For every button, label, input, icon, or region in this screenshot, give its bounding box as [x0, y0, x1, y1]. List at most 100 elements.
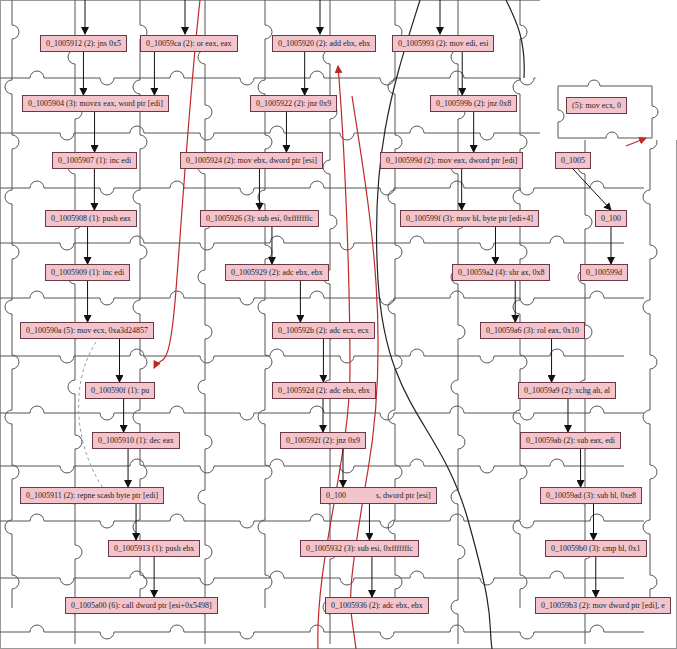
flow-arrow: [286, 112, 287, 152]
flow-arrow: [83, 52, 84, 95]
instruction-box: 0_1005924 (2): mov ebx, dword ptr [esi]: [180, 152, 323, 169]
flow-line: [154, 0, 200, 368]
puzzle-edge: [0, 625, 644, 639]
instruction-box: 0_100592d (2): adc ebx, ebx: [272, 382, 376, 399]
instruction-text: 0_100592b (2): adc ecx, ecx: [278, 325, 369, 336]
instruction-text: 0_1005913 (1): push ebx: [114, 543, 194, 554]
instruction-box: 0_100592b (2): adc ecx, ecx: [272, 322, 375, 339]
flow-line: [351, 96, 379, 649]
instruction-box: 0_100599f (3): mov bl, byte ptr [edi+4]: [400, 210, 539, 227]
instruction-box: 0_1005: [555, 152, 591, 169]
flow-arrow: [461, 169, 462, 210]
flow-arrow: [551, 339, 552, 382]
instruction-box: 0_10059a2 (4): shr ax, 0x8: [452, 264, 550, 281]
instruction-text: 0_10059a9 (2): xchg ah, al: [524, 385, 610, 396]
puzzle-edge: [0, 291, 644, 305]
flow-arrow: [154, 557, 155, 597]
instruction-box: 0_10059ab (2): sub eax, edi: [520, 432, 621, 449]
instruction-text: (5): mov ecx, 0: [572, 100, 621, 111]
puzzle-edge: [0, 514, 644, 528]
flow-arrow: [300, 281, 301, 322]
instruction-box: 0_1005993 (2): mov edi, esi: [392, 35, 494, 52]
flow-arrow: [515, 281, 516, 322]
instruction-text: 0_100599f (3): mov bl, byte ptr [edi+4]: [406, 213, 533, 224]
instruction-text: 0_1005904 (3): movzx eax, word ptr [edi]: [28, 98, 163, 109]
instruction-box: 0_1005907 (1): inc edi: [52, 152, 137, 169]
instruction-text: 0_10059b0 (3): cmp bl, 0x1: [551, 543, 641, 554]
flow-arrow: [128, 449, 129, 487]
instruction-box: 0_10059a9 (2): xchg ah, al: [518, 382, 616, 399]
puzzle-edge: [0, 181, 644, 195]
flow-arrow: [304, 52, 305, 95]
instruction-text: 0_1005: [561, 155, 585, 166]
instruction-box: 0_1005908 (1): push eax: [45, 210, 137, 227]
puzzle-edge: [0, 126, 624, 140]
flow-arrow: [259, 169, 260, 210]
flow-arrow: [154, 52, 155, 95]
instruction-box: 0_1005a00 (6): call dword ptr [esi+0x549…: [65, 597, 218, 614]
instruction-text: 0_1005908 (1): push eax: [51, 213, 131, 224]
instruction-text: 0_10059a6 (3): rol eax, 0x10: [486, 325, 579, 336]
instruction-box: 0_1005913 (1): push ebx: [108, 540, 200, 557]
instruction-box: 0_100599b (2): jnz 0x8: [430, 95, 517, 112]
instruction-box: 0_1005904 (3): movzx eax, word ptr [edi]: [22, 95, 169, 112]
instruction-box: 0_1005920 (2): add ebx, ebx: [272, 35, 376, 52]
instruction-box: 0_100592f (2): jnz 0x9: [280, 432, 366, 449]
flow-line: [506, 0, 524, 78]
incoming-arrow: [185, 0, 186, 34]
loose-puzzle-piece: [558, 80, 658, 138]
instruction-box: 0_1005910 (1): dec eax: [92, 432, 180, 449]
puzzle-edge: [133, 0, 147, 608]
instruction-box: 0_1005932 (3): sub esi, 0xfffffffc: [300, 540, 419, 557]
instruction-box: 0_1005929 (2): adc ebx, ebx: [225, 264, 329, 281]
instruction-text: 0_10059ca (2): or eax, eax: [146, 38, 232, 49]
flow-arrow: [94, 112, 95, 152]
instruction-text: 0_100590a (5): mov ecx, 0xa3d24857: [26, 325, 148, 336]
puzzle-edge: [0, 406, 644, 420]
instruction-box: 0_100s, dword ptr [esi]: [320, 487, 437, 504]
instruction-text: 0_10059ad (3): sub bl, 0xe8: [546, 490, 636, 501]
flow-arrow: [271, 227, 272, 264]
instruction-text: 0_100: [326, 490, 346, 501]
instruction-box: 0_1005912 (2): jns 0x5: [40, 35, 127, 52]
instruction-box: 0_10059b3 (2): mov dword ptr [edi], e: [535, 597, 671, 614]
instruction-box: 0_100590f (1): pu: [85, 382, 155, 399]
instruction-text: 0_1005929 (2): adc ebx, ebx: [231, 267, 323, 278]
puzzle-lines: [0, 0, 657, 644]
instruction-box: 0_1005909 (1): inc edi: [45, 264, 130, 281]
flow-arrow: [567, 399, 568, 432]
flow-arrow: [369, 504, 370, 540]
instruction-text: 0_10059b3 (2): mov dword ptr [edi], e: [541, 600, 665, 611]
instruction-text: 0_1005a00 (6): call dword ptr [esi+0x549…: [71, 600, 212, 611]
flow-arrow: [323, 339, 324, 382]
instruction-text: 0_100599d (2): mov eax, dword ptr [edi]: [386, 155, 517, 166]
instruction-text: 0_100: [601, 213, 621, 224]
flow-arrow: [611, 227, 612, 264]
instruction-box: 0_100: [595, 210, 627, 227]
flow-arrow: [94, 169, 95, 210]
instruction-text: 0_1005922 (2): jnz 0x9: [256, 98, 331, 109]
instruction-text: 0_1005920 (2): add ebx, ebx: [278, 38, 370, 49]
puzzle-edge: [0, 236, 624, 250]
instruction-box: 0_1005922 (2): jnz 0x9: [250, 95, 337, 112]
puzzle-edge: [5, 0, 19, 608]
flow-arrow: [371, 557, 372, 597]
instruction-text: 0_100592f (2): jnz 0x9: [286, 435, 360, 446]
flow-arrow: [473, 112, 474, 152]
instruction-text: 0_1005907 (1): inc edi: [58, 155, 131, 166]
instruction-text: 0_1005909 (1): inc edi: [51, 267, 124, 278]
instruction-text: 0_1005924 (2): mov ebx, dword ptr [esi]: [186, 155, 317, 166]
instruction-text: 0_1005932 (3): sub esi, 0xfffffffc: [306, 543, 413, 554]
puzzle-edge: [0, 571, 624, 585]
instruction-text: 0_1005910 (1): dec eax: [98, 435, 174, 446]
flow-arrow: [136, 504, 137, 540]
flow-arrow: [495, 227, 496, 264]
flow-arrow: [87, 281, 88, 322]
instruction-text: 0_100592d (2): adc ebx, ebx: [278, 385, 370, 396]
empty-area: [530, 0, 677, 140]
instruction-text: 0_1005993 (2): mov edi, esi: [398, 38, 488, 49]
flow-arrow: [595, 557, 596, 597]
instruction-text: 0_1005936 (2): adc ebx, ebx: [331, 600, 423, 611]
